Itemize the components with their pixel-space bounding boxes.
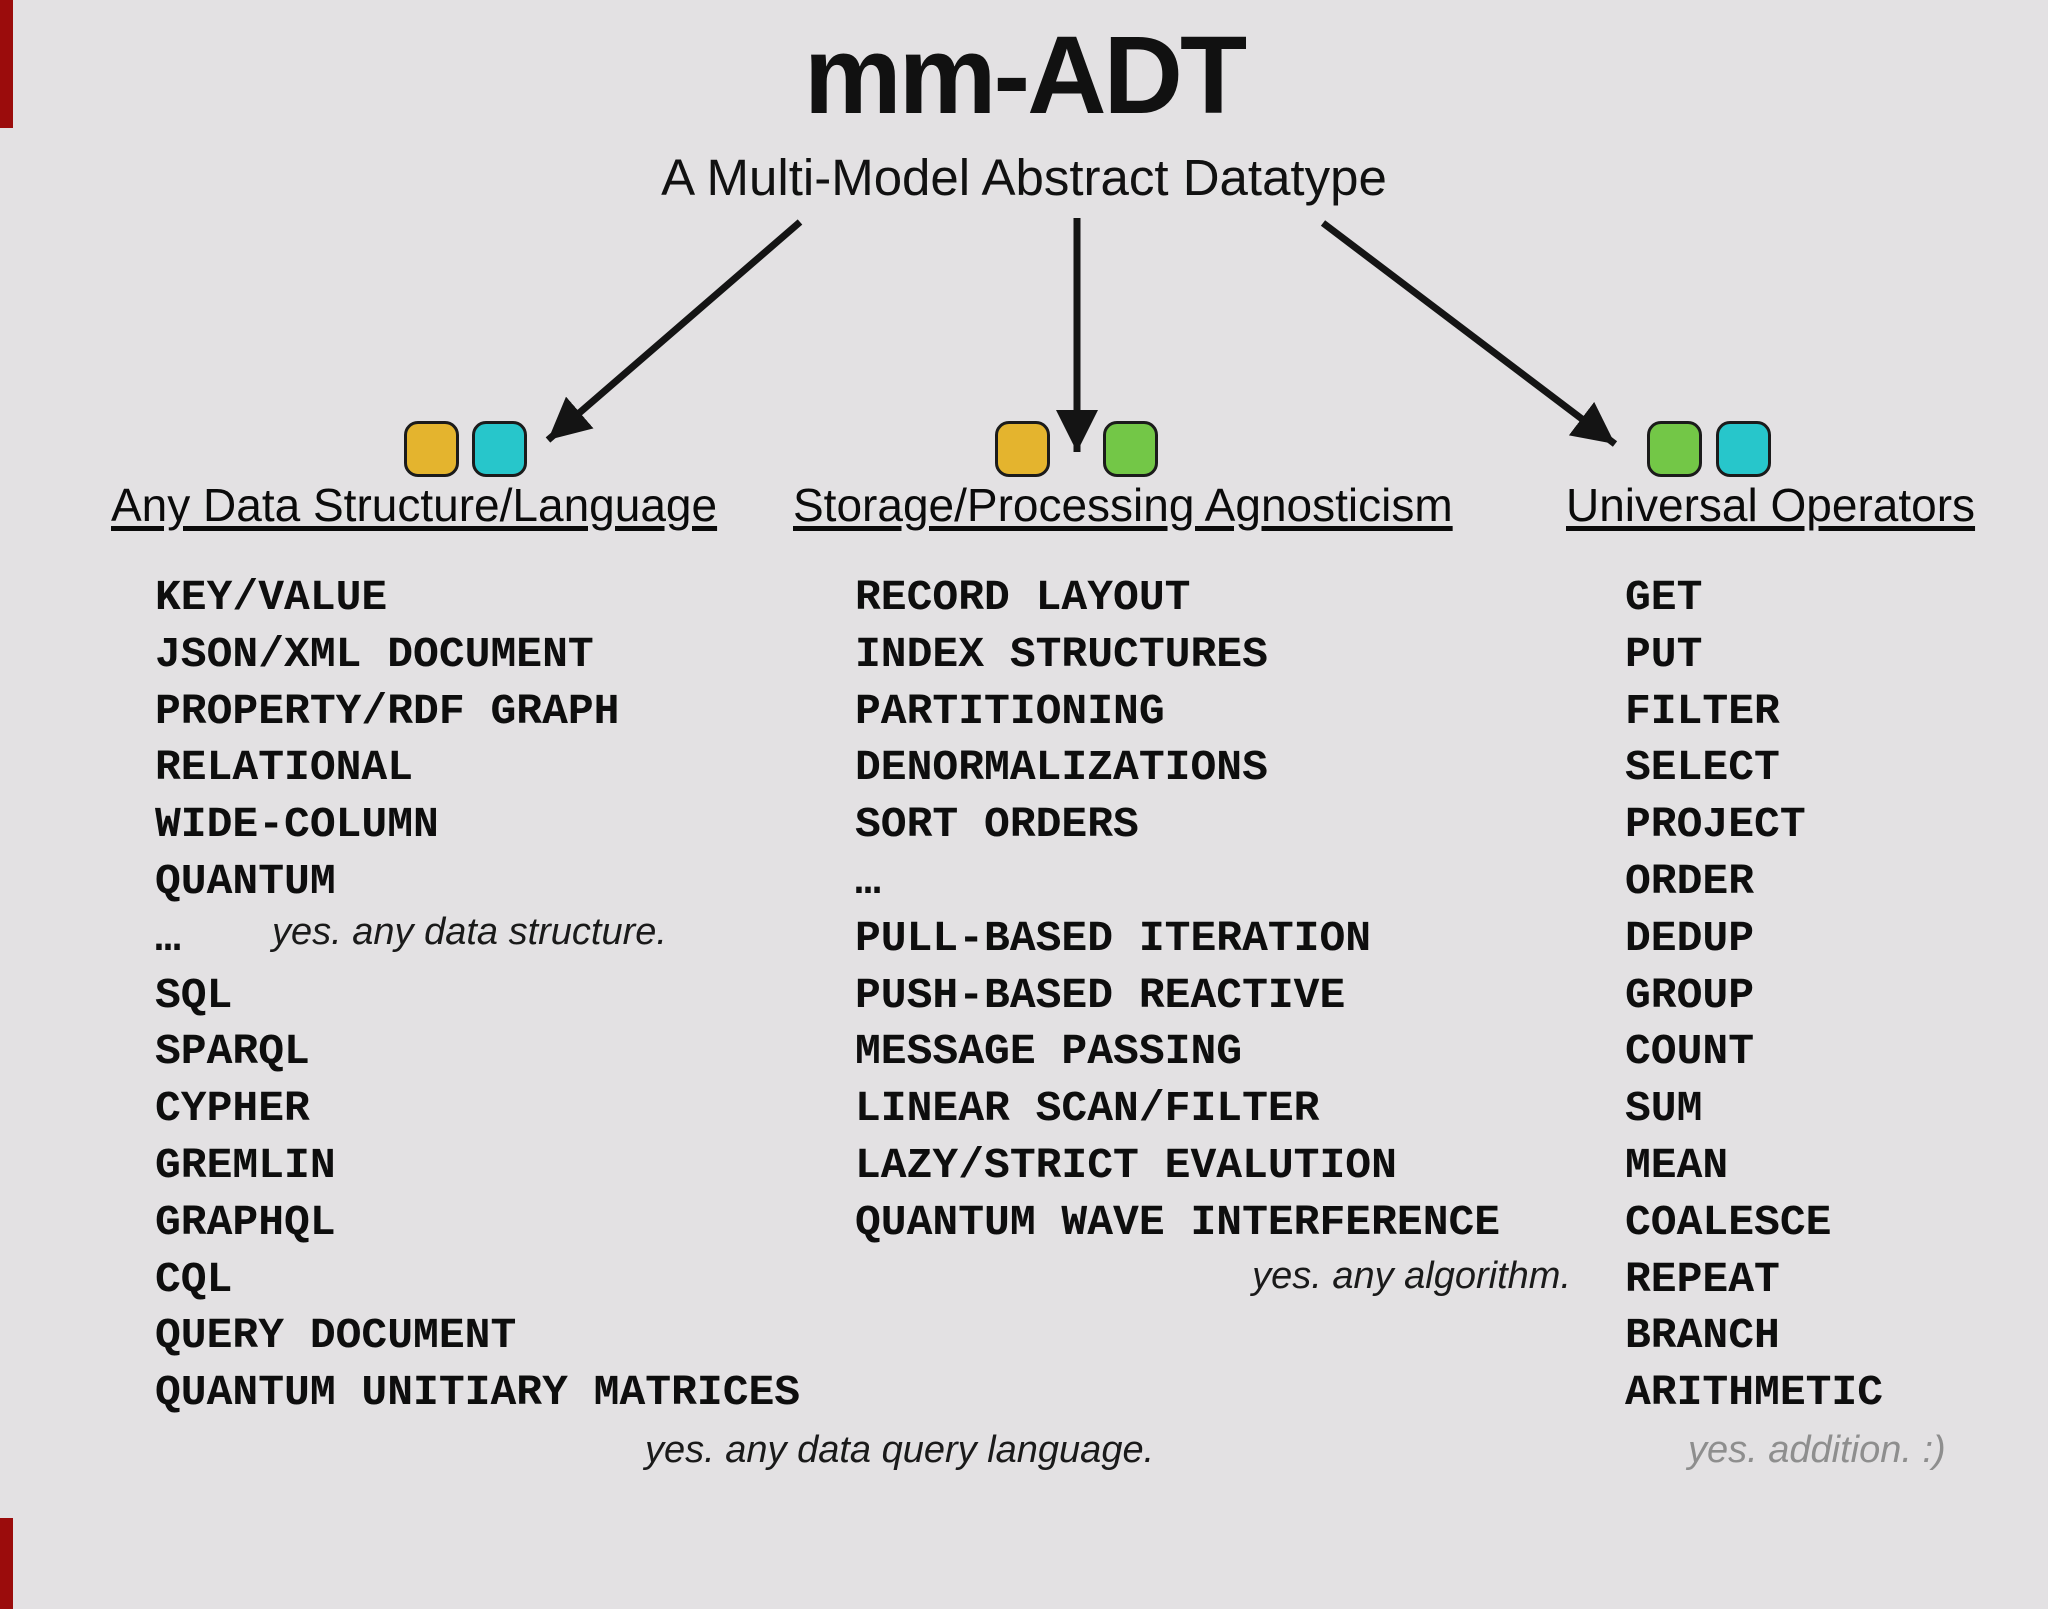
list-item: JSON/XML DOCUMENT: [155, 629, 594, 679]
list-item: RELATIONAL: [155, 743, 414, 793]
note-any-data-structure: yes. any data structure.: [272, 911, 667, 953]
list-item: GREMLIN: [155, 1140, 336, 1190]
list-item: MESSAGE PASSING: [855, 1027, 1243, 1077]
list-item: SELECT: [1625, 743, 1780, 793]
data-structure-badge-teal-icon: [472, 421, 527, 477]
list-item: PUT: [1625, 629, 1703, 679]
list-item: LAZY/STRICT EVALUTION: [855, 1140, 1397, 1190]
list-item: FILTER: [1625, 686, 1780, 736]
list-item: QUANTUM WAVE INTERFERENCE: [855, 1197, 1501, 1247]
list-item: SORT ORDERS: [855, 800, 1139, 850]
list-item: …: [855, 856, 881, 906]
list-item: QUANTUM UNITIARY MATRICES: [155, 1368, 801, 1418]
data-structure-list: KEY/VALUE JSON/XML DOCUMENT PROPERTY/RDF…: [155, 570, 800, 1422]
list-item: GRAPHQL: [155, 1197, 336, 1247]
list-item: PUSH-BASED REACTIVE: [855, 970, 1346, 1020]
list-item: QUANTUM: [155, 856, 336, 906]
list-item: PARTITIONING: [855, 686, 1165, 736]
list-item: WIDE-COLUMN: [155, 800, 439, 850]
list-item: DENORMALIZATIONS: [855, 743, 1268, 793]
list-item: CQL: [155, 1254, 233, 1304]
note-any-algorithm: yes. any algorithm.: [1252, 1255, 1571, 1297]
list-item: COUNT: [1625, 1027, 1755, 1077]
list-item: COALESCE: [1625, 1197, 1832, 1247]
column-header-storage-processing: Storage/Processing Agnosticism: [793, 479, 1453, 531]
list-item: GET: [1625, 573, 1703, 622]
note-any-data-query-language: yes. any data query language.: [645, 1429, 1155, 1471]
page-title: mm-ADT: [803, 14, 1247, 137]
storage-processing-list: RECORD LAYOUT INDEX STRUCTURES PARTITION…: [855, 570, 1500, 1252]
storage-badge-green-icon: [1103, 421, 1158, 477]
page-subtitle: A Multi-Model Abstract Datatype: [661, 149, 1387, 206]
left-edge-red-artifact-bottom: [0, 1518, 13, 1609]
list-item: …: [155, 913, 181, 963]
list-item: SQL: [155, 970, 233, 1020]
list-item: SUM: [1625, 1084, 1703, 1134]
storage-badge-yellow-icon: [995, 421, 1050, 477]
list-item: MEAN: [1625, 1140, 1729, 1190]
list-item: CYPHER: [155, 1084, 310, 1134]
left-edge-red-artifact-top: [0, 0, 13, 128]
operators-badge-green-icon: [1647, 421, 1702, 477]
list-item: KEY/VALUE: [155, 573, 388, 622]
list-item: BRANCH: [1625, 1311, 1780, 1361]
list-item: LINEAR SCAN/FILTER: [855, 1084, 1320, 1134]
data-structure-badge-yellow-icon: [404, 421, 459, 477]
list-item: SPARQL: [155, 1027, 310, 1077]
list-item: RECORD LAYOUT: [855, 573, 1191, 622]
column-header-any-data-structure: Any Data Structure/Language: [111, 479, 718, 531]
list-item: ARITHMETIC: [1625, 1368, 1884, 1418]
column-header-universal-operators: Universal Operators: [1566, 479, 1976, 531]
list-item: ORDER: [1625, 856, 1755, 906]
list-item: GROUP: [1625, 970, 1755, 1020]
note-yes-addition: yes. addition. :): [1688, 1429, 1946, 1471]
arrow-to-data-structures-icon: [545, 219, 803, 443]
list-item: DEDUP: [1625, 913, 1755, 963]
list-item: PROJECT: [1625, 800, 1806, 850]
list-item: INDEX STRUCTURES: [855, 629, 1268, 679]
list-item: PROPERTY/RDF GRAPH: [155, 686, 620, 736]
list-item: REPEAT: [1625, 1254, 1780, 1304]
list-item: QUERY DOCUMENT: [155, 1311, 517, 1361]
arrow-to-universal-operators-icon: [1320, 220, 1618, 447]
universal-operators-list: GET PUT FILTER SELECT PROJECT ORDER DEDU…: [1625, 570, 1883, 1422]
list-item: PULL-BASED ITERATION: [855, 913, 1372, 963]
operators-badge-teal-icon: [1716, 421, 1771, 477]
